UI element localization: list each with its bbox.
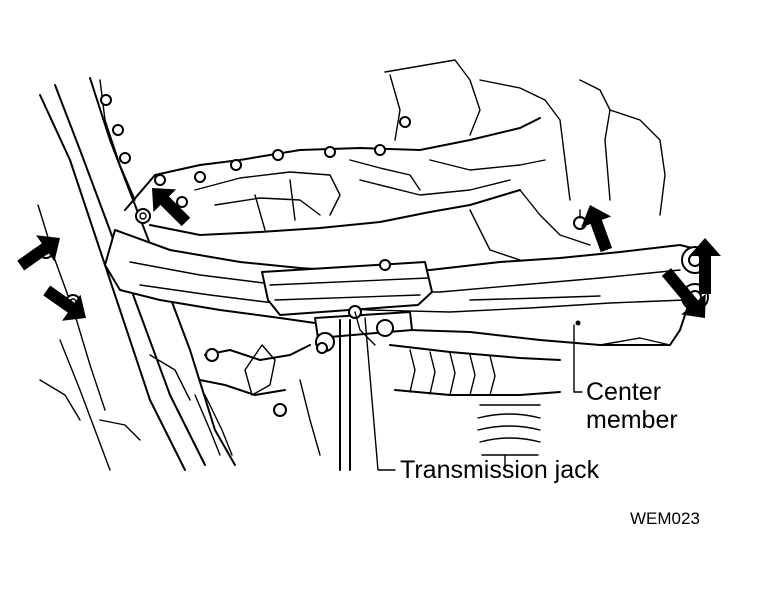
leader-lines <box>364 317 583 471</box>
oil-pan <box>99 59 666 261</box>
bolt-icon <box>135 208 151 224</box>
arrow-icon <box>689 238 721 294</box>
bolt-icon <box>273 403 287 417</box>
bolt-icon <box>316 342 328 354</box>
spring <box>477 404 541 471</box>
transmission-jack <box>339 311 376 471</box>
arrow-icon <box>661 268 706 318</box>
center-member-label-line1: Center <box>586 378 661 406</box>
arrow-icon <box>43 285 86 321</box>
bolt-icon <box>205 348 219 362</box>
exhaust-pipe <box>389 344 561 396</box>
center-member-label-line2: member <box>586 406 678 434</box>
arrow-icon <box>581 205 613 253</box>
arrow-icon <box>17 235 60 271</box>
mount-bracket <box>261 261 433 352</box>
arrow-icon <box>152 188 191 227</box>
lower-left-parts <box>149 344 321 456</box>
transmission-jack-label: Transmission jack <box>400 456 600 484</box>
figure-code: WEM023 <box>630 509 700 528</box>
bolt-icon <box>379 259 391 271</box>
arrows <box>17 188 721 321</box>
